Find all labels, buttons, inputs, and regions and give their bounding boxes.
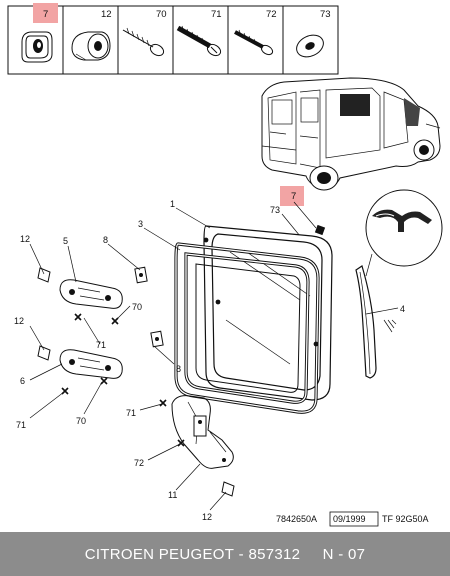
thumbnail-label: 71 — [211, 9, 222, 20]
drawing-code: 7842650A — [276, 514, 317, 524]
callout-71b: 71 — [16, 420, 26, 430]
screw-icon[interactable] — [176, 25, 223, 58]
footer-part-number: 857312 — [248, 545, 301, 563]
hinge-lower — [37, 330, 164, 379]
footer-separator: - — [234, 545, 249, 563]
footer-brand: CITROEN PEUGEOT — [84, 545, 235, 563]
callout-3: 3 — [138, 219, 143, 229]
callout-72: 72 — [134, 458, 144, 468]
thumbnail-strip: 7 12 70 71 72 73 — [7, 3, 339, 75]
callout-71a: 71 — [96, 340, 106, 350]
callout-70a: 70 — [132, 302, 142, 312]
callout-7: 7 — [291, 191, 296, 202]
thumbnail-label: 70 — [156, 9, 167, 20]
footer-page: N - 07 — [322, 545, 366, 563]
callout-12b: 12 — [14, 316, 24, 326]
thumbnail-label: 72 — [266, 9, 277, 20]
callout-6: 6 — [20, 376, 25, 386]
callout-12c: 12 — [202, 512, 212, 522]
washer-icon[interactable] — [293, 31, 327, 61]
leader-lines — [29, 207, 399, 511]
bump-stop-icon[interactable] — [21, 31, 53, 63]
callout-highlight — [280, 186, 304, 206]
doc-code: TF 92G50A — [382, 514, 429, 524]
callout-11: 11 — [168, 490, 177, 500]
parts-diagram: 7 12 70 71 72 73 — [7, 3, 443, 527]
callout-8b: 8 — [176, 364, 181, 374]
screw-icon[interactable] — [122, 27, 166, 58]
callout-12a: 12 — [20, 234, 30, 244]
screw-markers — [61, 313, 185, 447]
reference-date: 09/1999 — [333, 514, 366, 524]
callout-1: 1 — [170, 199, 175, 209]
seal-profile-detail — [365, 189, 443, 277]
callout-70b: 70 — [76, 416, 86, 426]
window-assembly — [174, 225, 333, 414]
callout-73: 73 — [270, 205, 280, 215]
thumbnail-highlight — [33, 3, 58, 23]
seal-strip — [355, 265, 397, 379]
callout-labels: 1 3 4 5 6 8 8 12 12 70 71 71 70 71 72 11… — [14, 199, 405, 522]
callout-4: 4 — [400, 304, 405, 314]
thumbnail-label: 73 — [320, 9, 331, 20]
hinge-upper — [37, 266, 148, 309]
reference-block: 7842650A 09/1999 TF 92G50A — [276, 511, 429, 527]
callout-8a: 8 — [103, 235, 108, 245]
callout-71c: 71 — [126, 408, 136, 418]
thumbnail-label: 7 — [43, 9, 48, 20]
callout-5: 5 — [63, 236, 68, 246]
rubber-buffer-icon[interactable] — [71, 31, 111, 61]
screw-icon[interactable] — [234, 29, 274, 56]
footer-bar: CITROEN PEUGEOT - 857312 N - 07 — [0, 532, 450, 576]
bump-stop-part — [314, 224, 326, 236]
hinge-bottom — [171, 395, 235, 497]
thumbnail-label: 12 — [101, 9, 112, 20]
van-illustration — [261, 77, 441, 191]
